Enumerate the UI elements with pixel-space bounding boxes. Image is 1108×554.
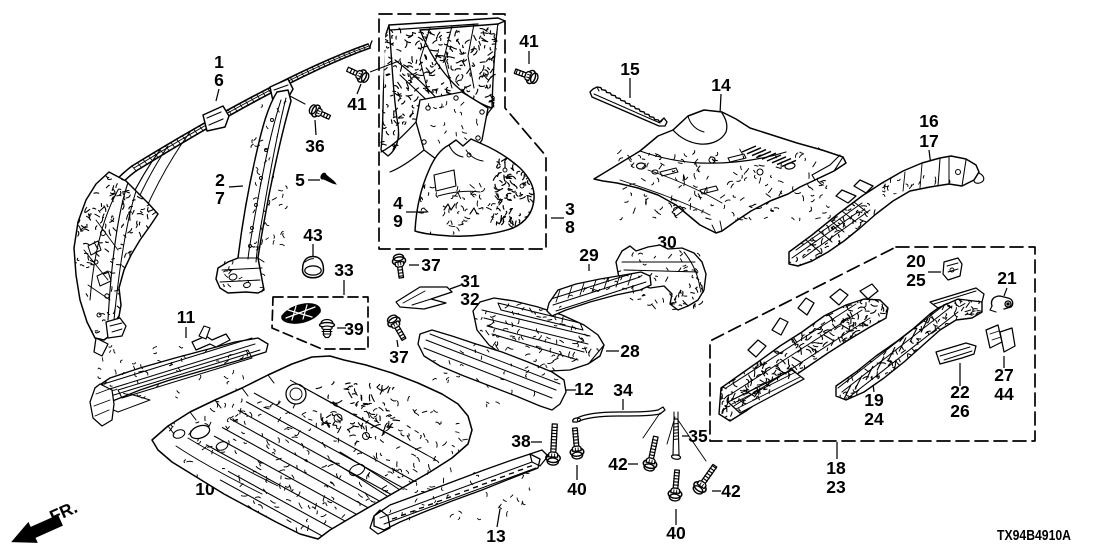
svg-text:28: 28 (620, 341, 640, 361)
svg-text:7: 7 (215, 188, 225, 208)
svg-text:37: 37 (389, 347, 408, 367)
svg-text:19: 19 (864, 390, 884, 410)
svg-text:4: 4 (393, 193, 403, 213)
svg-text:35: 35 (688, 426, 708, 446)
svg-text:3: 3 (565, 199, 575, 219)
svg-text:31: 31 (460, 271, 480, 291)
svg-text:25: 25 (906, 270, 926, 290)
svg-text:41: 41 (347, 94, 367, 114)
svg-text:42: 42 (608, 454, 628, 474)
svg-text:42: 42 (721, 481, 741, 501)
svg-text:16: 16 (919, 111, 939, 131)
svg-text:34: 34 (613, 380, 633, 400)
svg-text:38: 38 (511, 431, 531, 451)
svg-text:23: 23 (826, 477, 846, 497)
svg-text:40: 40 (666, 523, 686, 543)
svg-text:37: 37 (421, 255, 440, 275)
svg-text:36: 36 (305, 136, 325, 156)
svg-text:33: 33 (334, 260, 354, 280)
svg-text:TX94B4910A: TX94B4910A (997, 527, 1071, 544)
svg-text:40: 40 (567, 479, 587, 499)
svg-text:14: 14 (711, 75, 731, 95)
svg-text:44: 44 (994, 384, 1014, 404)
svg-text:24: 24 (864, 409, 884, 429)
svg-text:41: 41 (519, 31, 539, 51)
svg-text:21: 21 (997, 268, 1017, 288)
svg-text:11: 11 (177, 307, 196, 327)
svg-text:32: 32 (460, 289, 480, 309)
svg-text:8: 8 (565, 217, 575, 237)
svg-text:18: 18 (826, 458, 846, 478)
svg-text:26: 26 (950, 401, 970, 421)
svg-text:15: 15 (620, 59, 640, 79)
svg-text:39: 39 (344, 319, 364, 339)
svg-text:9: 9 (393, 211, 403, 231)
svg-text:6: 6 (214, 70, 224, 90)
svg-text:43: 43 (303, 225, 323, 245)
svg-text:12: 12 (574, 379, 594, 399)
svg-text:5: 5 (295, 170, 305, 190)
svg-text:20: 20 (906, 251, 926, 271)
svg-text:27: 27 (994, 365, 1013, 385)
svg-text:22: 22 (950, 382, 970, 402)
svg-text:29: 29 (579, 245, 599, 265)
svg-text:13: 13 (486, 526, 506, 546)
svg-text:1: 1 (214, 52, 224, 72)
svg-text:17: 17 (919, 131, 938, 151)
svg-text:2: 2 (215, 170, 225, 190)
